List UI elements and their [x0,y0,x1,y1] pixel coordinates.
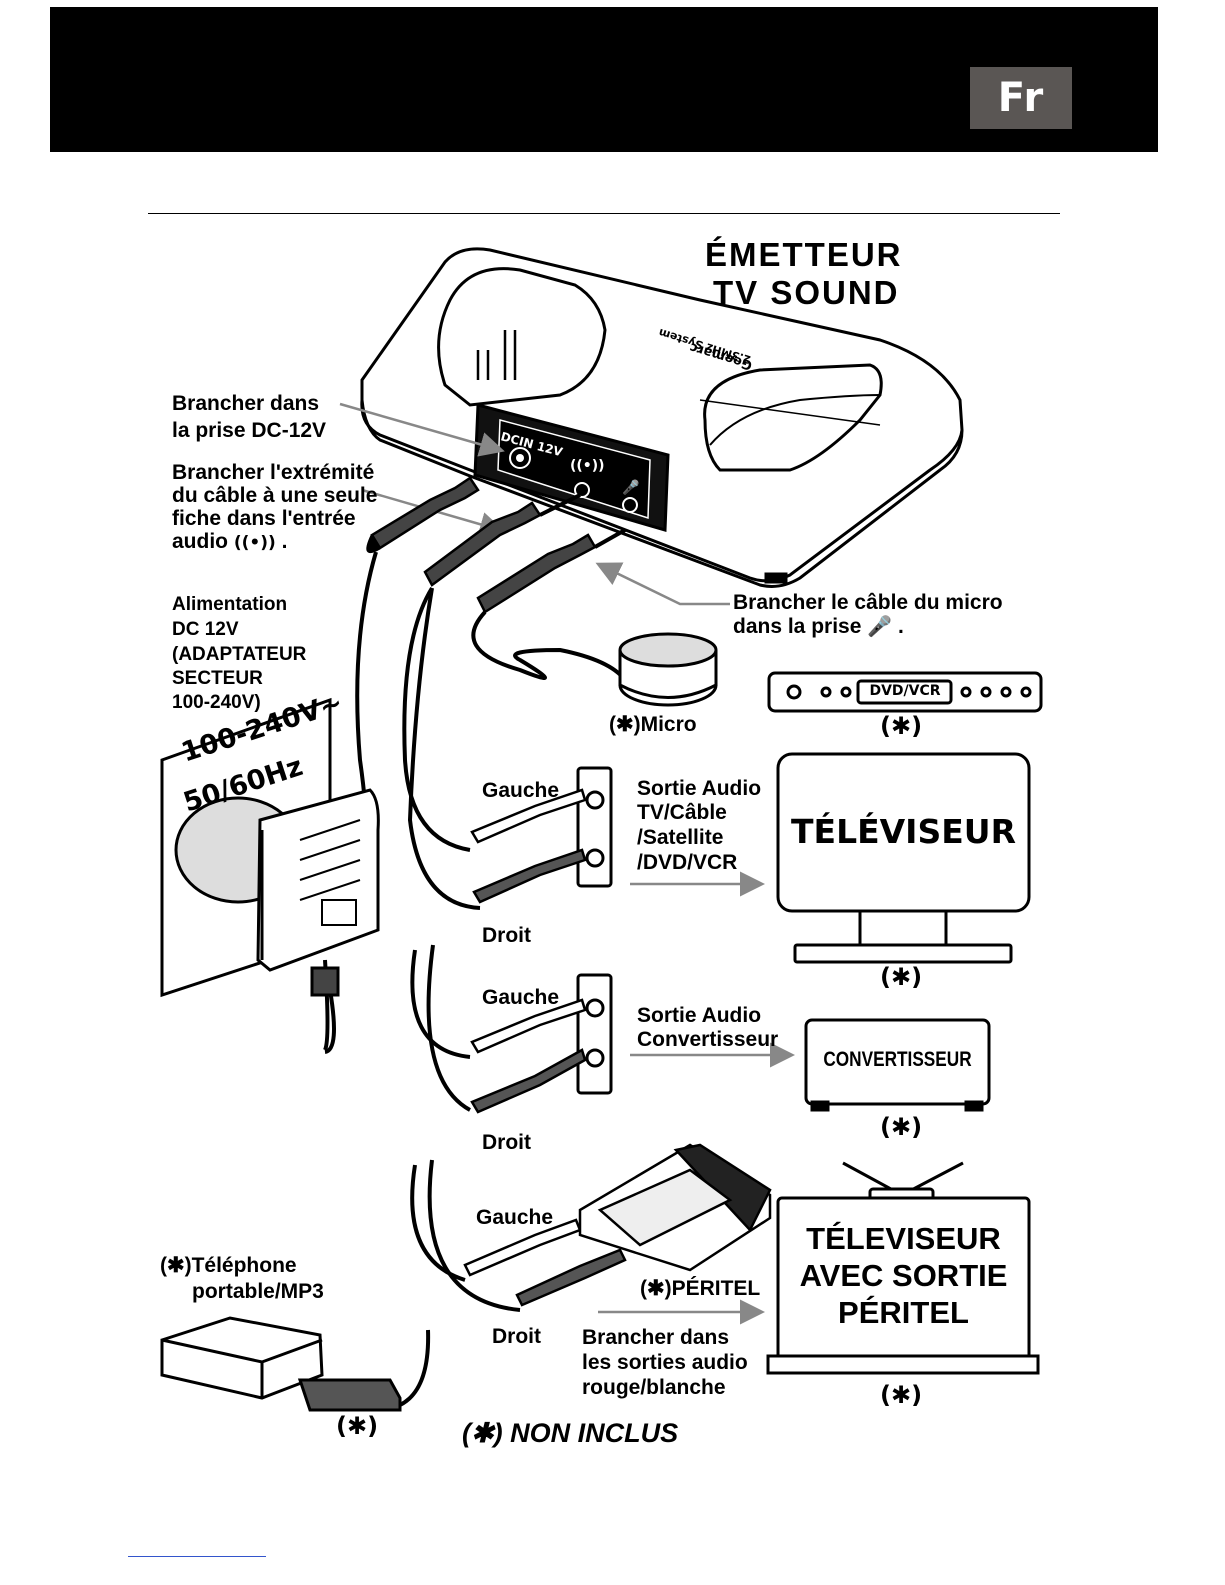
converter-output-line1: Sortie Audio [637,1004,762,1027]
audio-instruction-line3: fiche dans l'entrée [172,507,356,530]
scart-tv-device [766,1161,1040,1375]
microphone-icon: 🎤 [867,614,893,638]
conv-droit-label: Droit [482,1131,531,1154]
power-label-line1: Alimentation [172,594,288,615]
power-label-line3: (ADAPTATEUR [172,644,307,665]
power-label-line4: SECTEUR [172,668,263,689]
scart-droit-label: Droit [492,1325,541,1348]
tv-not-included-mark: (✱) [880,963,923,991]
dc-instruction-line2: la prise DC-12V [172,419,327,442]
power-adapter [160,697,380,998]
dvd-vcr-device [767,671,1043,713]
scart-instruction-line3: rouge/blanche [582,1376,726,1399]
scart-gauche-label: Gauche [476,1206,554,1229]
tv-droit-label: Droit [482,924,531,947]
audio-instruction-line4: audio ((•)) . [172,530,287,555]
microphone [618,632,718,707]
scart-tv-not-included-mark: (✱) [880,1381,923,1409]
tv-output-line3: /Satellite [637,826,724,849]
tv-output-line1: Sortie Audio [637,777,762,800]
svg-text:🎤: 🎤 [622,478,640,496]
not-included-note: (✱) NON INCLUS [462,1418,679,1448]
audio-instruction-line1: Brancher l'extrémité [172,461,375,484]
converter-not-included-mark: (✱) [880,1113,923,1141]
tv-device [776,752,1031,964]
language-badge: Fr [970,67,1072,129]
mic-instruction-dot: . [897,615,904,638]
rca-plugs [463,788,627,1307]
svg-text:((•)): ((•)) [570,458,605,474]
tv-output-line4: /DVD/VCR [637,851,738,874]
micro-label: (✱)Micro [609,713,697,736]
phone-label-line1: (✱)Téléphone [160,1254,297,1277]
section-rule [148,213,1060,214]
emitter-plugs [366,476,626,614]
bottom-link-underline [128,1556,266,1557]
conv-gauche-label: Gauche [482,986,560,1009]
scart-connector [578,1143,772,1272]
emitter-title-line1: ÉMETTEUR [705,236,903,273]
audio-instruction-word: audio [172,530,228,553]
mic-instruction-line1: Brancher le câble du micro [733,591,1003,614]
tv-label: TÉLÉVISEUR [791,812,1016,851]
dvd-not-included-mark: (✱) [880,712,923,740]
emitter-base: DCIN 12V ((•)) 🎤 [360,247,964,588]
power-label-line2: DC 12V [172,619,239,640]
mic-instruction-text: dans la prise [733,615,862,638]
emitter-title-line2: TV SOUND [713,274,900,311]
rca-panels [576,766,613,1095]
scart-tv-label-line1: TÉLEVISEUR [806,1221,1001,1256]
phone-mp3-device [160,1316,402,1412]
phone-label-line2: portable/MP3 [192,1280,324,1303]
pointer-lines [339,402,795,1325]
power-label-line5: 100-240V) [172,692,261,713]
scart-instruction-line1: Brancher dans [582,1326,730,1349]
converter-output-line2: Convertisseur [637,1028,779,1051]
scart-instruction-line2: les sorties audio [582,1351,748,1374]
audio-instruction-dot: . [281,530,288,553]
dc-instruction-line1: Brancher dans [172,392,320,415]
peritel-label: (✱)PÉRITEL [640,1277,761,1300]
dvd-vcr-label: DVD/VCR [869,683,941,699]
converter-label: CONVERTISSEUR [823,1048,972,1071]
audio-wave-icon: ((•)) [233,533,276,553]
phone-not-included-mark: (✱) [336,1412,379,1440]
mic-instruction-line2: dans la prise 🎤 . [733,614,904,639]
audio-instruction-line2: du câble à une seule [172,484,378,507]
tv-output-line2: TV/Câble [637,801,727,824]
tv-gauche-label: Gauche [482,779,560,802]
converter-device [804,1018,991,1112]
scart-tv-label-line2: AVEC SORTIE [799,1258,1008,1293]
cables [323,551,627,1407]
scart-tv-label: TÉLEVISEUR AVEC SORTIE PÉRITEL [778,1220,1029,1331]
scart-tv-label-line3: PÉRITEL [838,1295,969,1330]
